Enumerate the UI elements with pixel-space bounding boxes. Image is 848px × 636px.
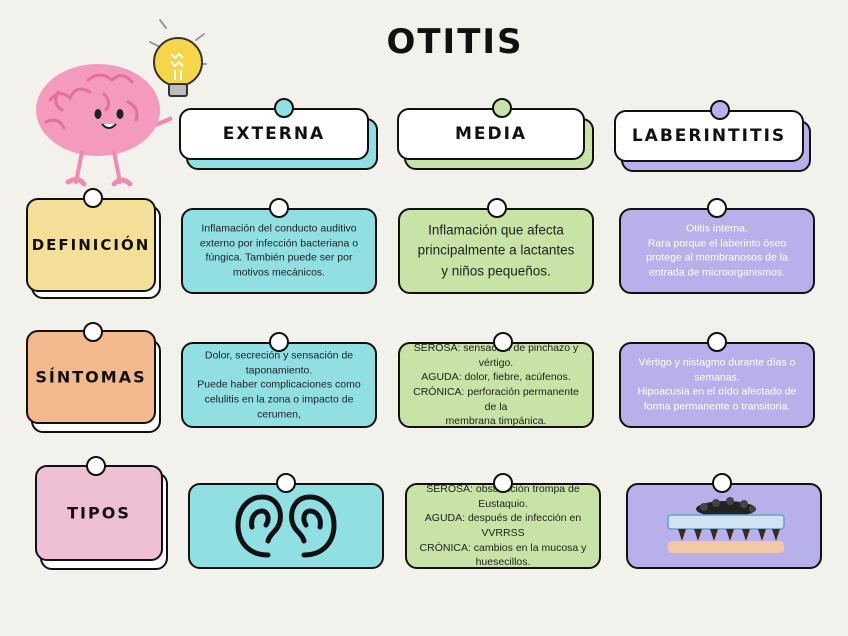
- row-definicion-label: DEFINICIÓN: [31, 236, 151, 254]
- header-laberintitis-label: LABERINTITIS: [631, 126, 787, 146]
- pin: [86, 456, 106, 476]
- cell-text: Inflamación que afecta principalmente a …: [417, 222, 575, 279]
- cell-sintomas-media: SEROSA: sensación de pinchazo y vértigo.…: [398, 342, 594, 428]
- pin: [83, 188, 103, 208]
- cell-tipos-externa: [188, 483, 384, 569]
- pin: [710, 100, 730, 120]
- cell-definicion-externa: Inflamación del conducto auditivo extern…: [181, 208, 377, 294]
- cell-definicion-media: Inflamación que afecta principalmente a …: [398, 208, 594, 294]
- row-definicion: DEFINICIÓN: [26, 198, 156, 292]
- cell-text: Inflamación del conducto auditivo extern…: [199, 222, 359, 279]
- row-tipos-label: TIPOS: [67, 503, 131, 523]
- pin: [487, 198, 507, 218]
- pin: [269, 198, 289, 218]
- header-media-label: MEDIA: [454, 124, 528, 144]
- pin: [269, 332, 289, 352]
- pin: [492, 98, 512, 118]
- brain-mascot-icon: [36, 19, 207, 187]
- cell-sintomas-externa: Dolor, secreción y sensación de taponami…: [181, 342, 377, 428]
- bacteria-culture-icon: [667, 497, 785, 553]
- row-sintomas-label: SÍNTOMAS: [35, 367, 147, 387]
- cell-tipos-media: SEROSA: obstrucción trompa de Eustaquio.…: [405, 483, 601, 569]
- row-sintomas: SÍNTOMAS: [26, 330, 156, 424]
- pin: [493, 332, 513, 352]
- pin: [707, 332, 727, 352]
- pin: [276, 473, 296, 493]
- cell-definicion-laberintitis: Otitis interna. Rara porque el laberinto…: [619, 208, 815, 294]
- cell-text: Dolor, secreción y sensación de taponami…: [197, 349, 361, 421]
- row-tipos: TIPOS: [35, 465, 163, 561]
- cell-text: SEROSA: sensación de pinchazo y vértigo.…: [413, 341, 579, 428]
- header-laberintitis: LABERINTITIS: [614, 110, 804, 162]
- cell-text: Otitis interna. Rara porque el laberinto…: [646, 222, 788, 279]
- page-title: OTITIS: [386, 22, 524, 62]
- header-externa-label: EXTERNA: [222, 124, 326, 144]
- pin: [83, 322, 103, 342]
- pin: [493, 473, 513, 493]
- pin: [274, 98, 294, 118]
- header-media: MEDIA: [397, 108, 585, 160]
- cell-sintomas-laberintitis: Vértigo y nistagmo durante días o semana…: [619, 342, 815, 428]
- pin: [712, 473, 732, 493]
- cell-tipos-laberintitis: [626, 483, 822, 569]
- ears-icon: [235, 494, 337, 558]
- cell-text: Vértigo y nistagmo durante días o semana…: [637, 356, 797, 413]
- pin: [707, 198, 727, 218]
- cell-text: SEROSA: obstrucción trompa de Eustaquio.…: [419, 482, 587, 569]
- header-externa: EXTERNA: [179, 108, 369, 160]
